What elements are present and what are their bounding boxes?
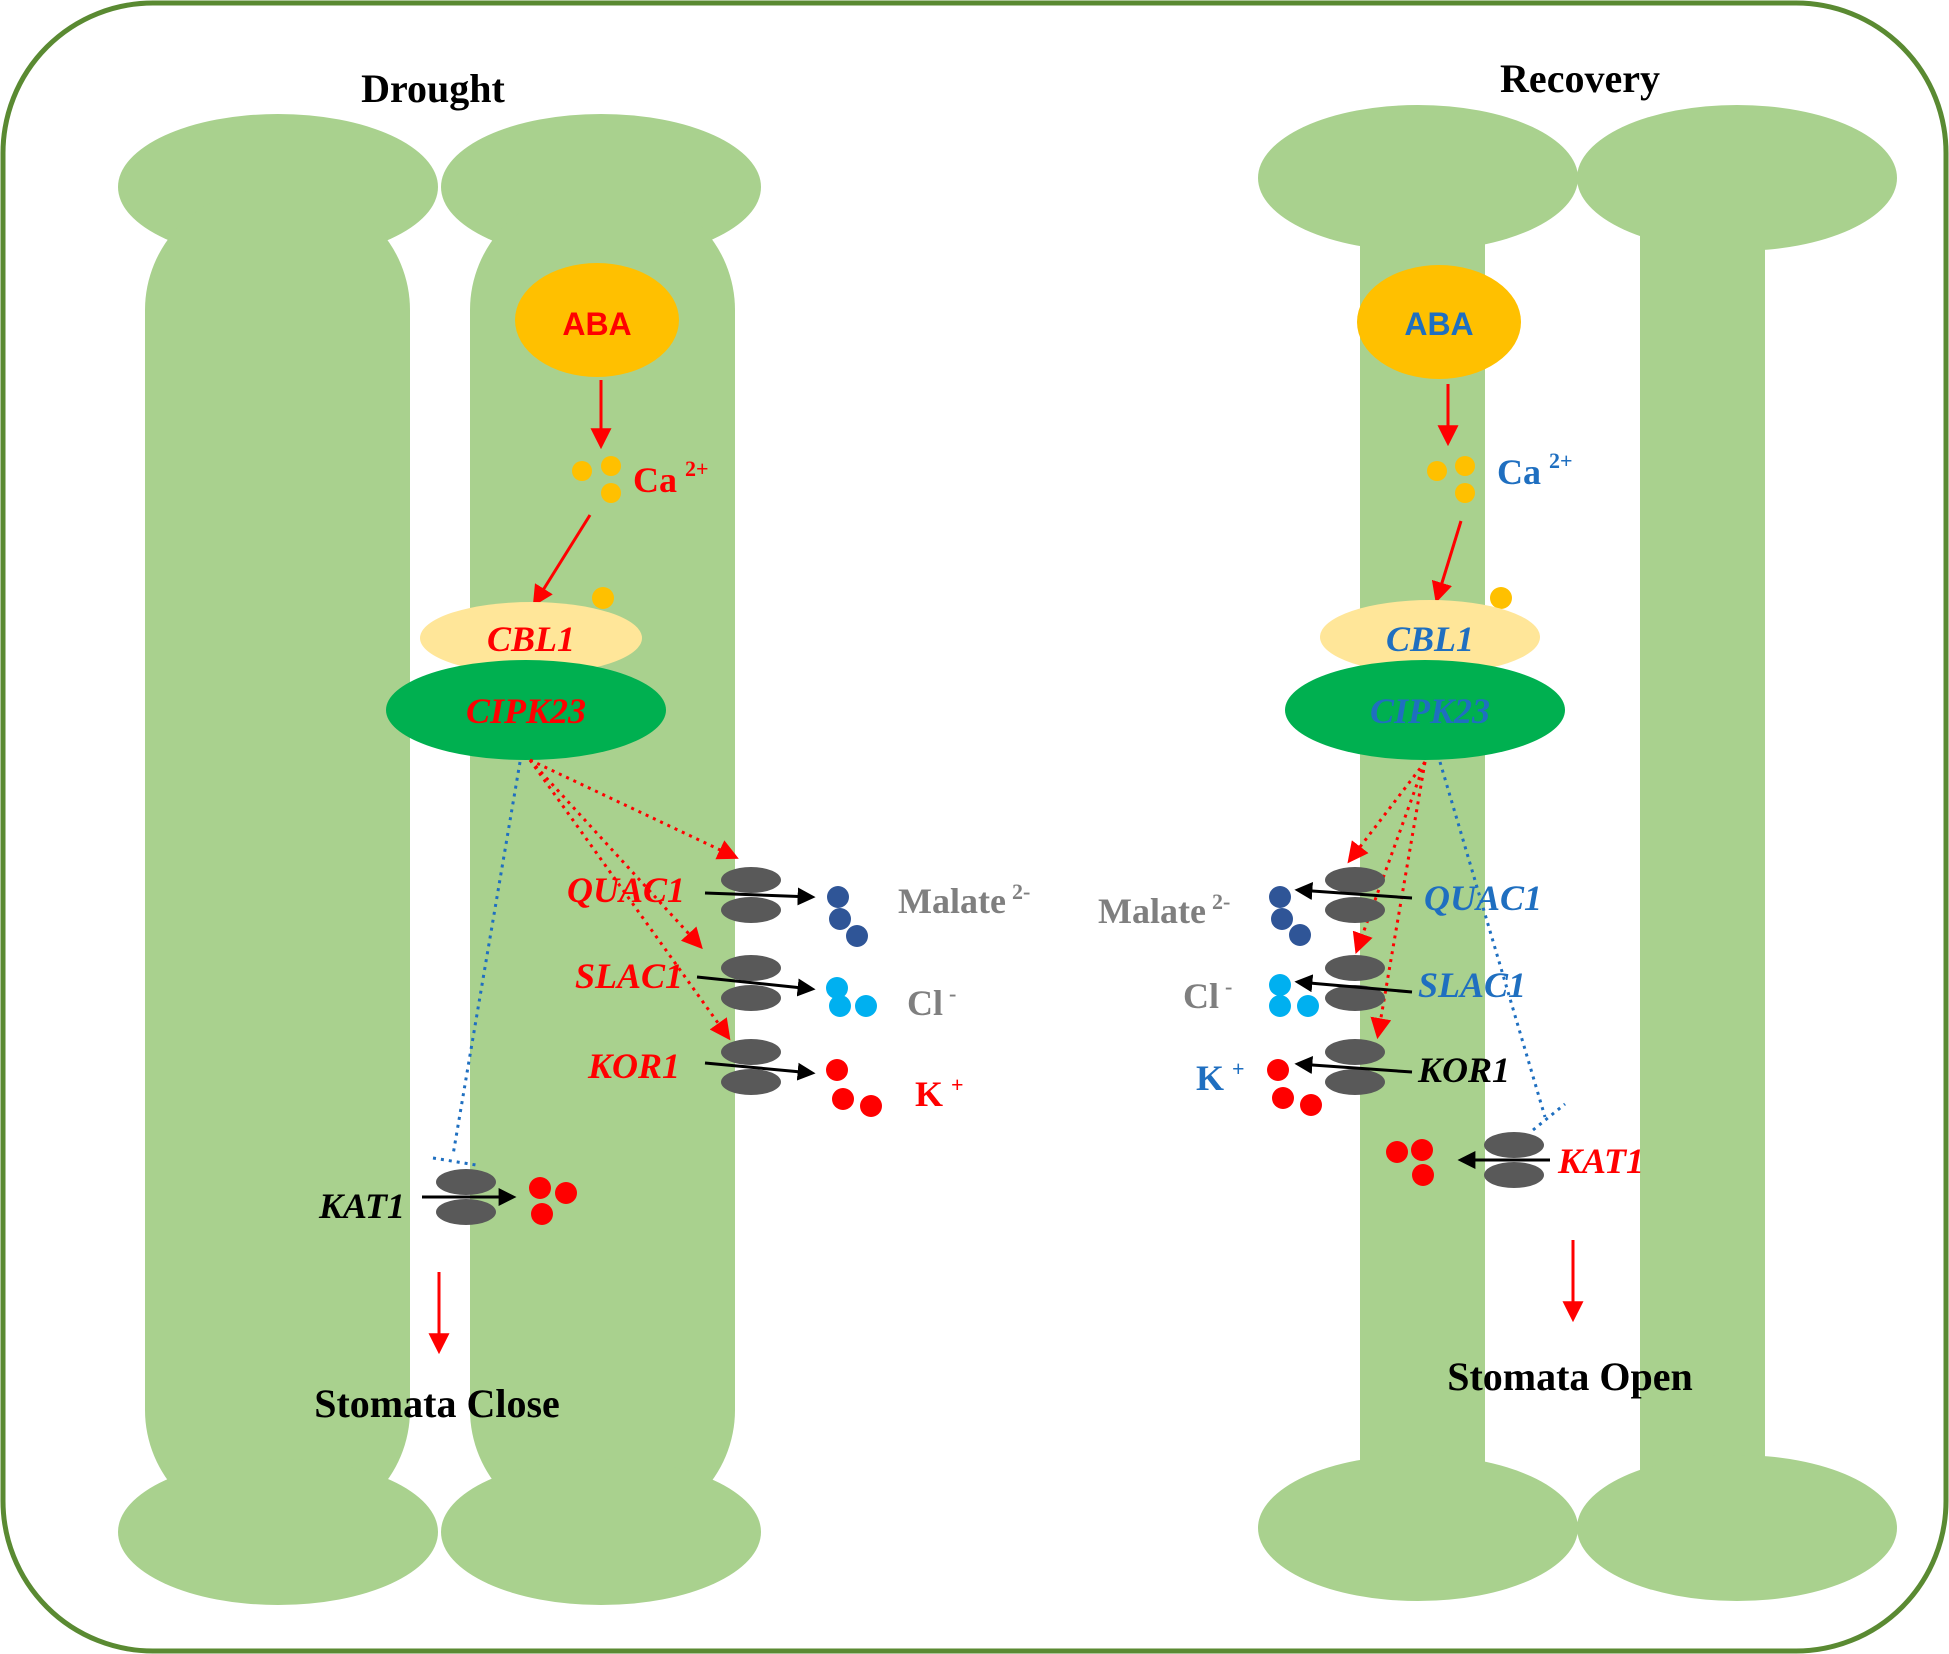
recovery-slac1-label: SLAC1 [1418,965,1526,1005]
recovery-title: Recovery [1500,56,1660,101]
recovery-kor1-label: KOR1 [1417,1050,1510,1090]
recovery-guard-cell-left [1258,105,1578,1601]
recovery-cbl1-label: CBL1 [1386,619,1474,659]
recovery-outcome-label: Stomata Open [1447,1354,1693,1399]
drought-malate-ions [827,886,868,947]
recovery-kat1-potassium-ions [1386,1139,1434,1186]
drought-bound-calcium [592,587,614,609]
drought-channel-quac1 [721,867,781,923]
drought-efflux-arrows [422,887,816,1206]
drought-arrow-ca-to-cbl1 [532,514,592,607]
drought-cipk23-label: CIPK23 [466,691,586,731]
drought-cl-label: Cl- [907,981,956,1023]
drought-calcium-ions [572,456,621,503]
recovery-aba-label: ABA [1404,306,1473,342]
drought-cbl1-label: CBL1 [487,619,575,659]
recovery-kat1-label: KAT1 [1557,1141,1644,1181]
recovery-guard-cell-right [1577,105,1897,1601]
recovery-chloride-ions [1269,974,1319,1017]
drought-aba-node [515,263,679,377]
recovery-inhibition-kat1 [1438,761,1566,1132]
recovery-aba-node [1357,265,1521,379]
drought-channel-kat1 [436,1169,496,1225]
drought-channel-slac1 [721,955,781,1011]
recovery-cbl1-node [1320,600,1540,674]
recovery-bound-calcium [1490,587,1512,609]
recovery-channel-slac1 [1325,955,1385,1011]
drought-title: Drought [361,66,505,111]
recovery-quac1-label: QUAC1 [1424,878,1542,918]
recovery-calcium-ions [1427,456,1475,503]
recovery-channel-kor1 [1325,1039,1385,1095]
recovery-k-label: K+ [1196,1056,1245,1098]
drought-kor1-label: KOR1 [587,1046,680,1086]
drought-chloride-ions [826,977,877,1017]
drought-aba-label: ABA [562,306,631,342]
drought-kat1-label: KAT1 [318,1186,405,1226]
drought-potassium-ions [826,1059,882,1117]
drought-cbl1-node [420,602,642,674]
drought-quac1-label: QUAC1 [567,870,685,910]
recovery-cl-label: Cl- [1183,974,1232,1016]
drought-inhibition-kat1 [432,761,522,1167]
recovery-channel-quac1 [1325,867,1385,923]
recovery-channel-kat1 [1484,1132,1544,1188]
drought-kat1-potassium-ions [529,1177,577,1225]
drought-outcome-label: Stomata Close [314,1381,560,1426]
recovery-cipk23-node [1285,660,1565,760]
recovery-cipk23-label: CIPK23 [1370,691,1490,731]
drought-k-label: K+ [915,1072,964,1114]
drought-activation-arrows [528,758,739,1041]
drought-channel-kor1 [721,1039,781,1095]
drought-guard-cell-left [118,114,438,1605]
recovery-malate-ions [1269,886,1311,946]
drought-slac1-label: SLAC1 [575,956,683,996]
recovery-potassium-ions [1267,1059,1322,1116]
drought-cipk23-node [386,660,666,760]
recovery-influx-arrows [1294,882,1550,1169]
recovery-arrow-ca-to-cbl1 [1431,520,1463,604]
